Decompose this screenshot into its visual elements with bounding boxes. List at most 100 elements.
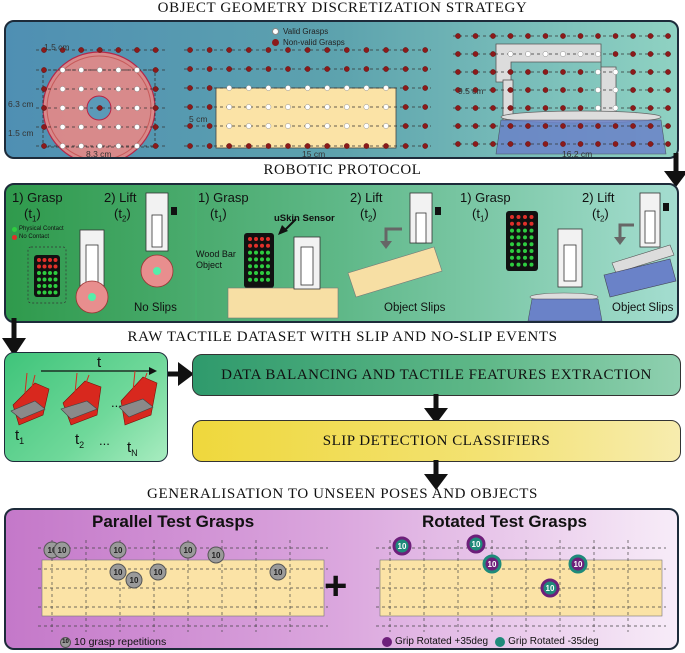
step-grasp-2: 1) Grasp [198,190,249,205]
taxel-contact [53,277,58,282]
valid-grasp-point [265,104,272,110]
step-grasp-3-time: (t1) [472,206,489,224]
nonvalid-grasp-point [542,123,549,129]
taxel-contact [523,262,527,267]
step-lift-2: 2) Lift [350,190,383,205]
valid-grasp-point [577,51,584,57]
nonvalid-grasp-point [304,47,311,53]
nonvalid-grasp-point [134,47,140,53]
valid-grasp-point [59,124,66,130]
svg-text:10: 10 [58,546,67,555]
nonvalid-grasp-point [363,47,370,53]
nonvalid-grasp-point [402,85,409,91]
tactile-frames-drawing [10,367,158,426]
frame-t1: t1 [15,427,25,446]
taxel-no-contact [516,215,521,219]
nonvalid-grasp-point [226,47,232,53]
taxel-contact [260,271,264,275]
nonvalid-grasp-point [490,141,496,147]
data-balancing-box: DATA BALANCING AND TACTILE FEATURES EXTR… [192,354,681,396]
nonvalid-grasp-point [97,47,103,53]
nonvalid-grasp-point [595,123,601,129]
nonvalid-grasp-point [265,47,272,53]
nonvalid-grasp-point [41,86,47,92]
taxel-contact [510,262,514,267]
valid-grasp-point [134,124,140,130]
nonvalid-grasp-point [647,105,654,111]
nonvalid-grasp-point [630,123,636,129]
valid-grasp-point [59,86,66,92]
nonvalid-grasp-point [507,87,514,93]
taxel-contact [529,242,534,247]
valid-grasp-point [134,67,140,73]
valid-grasp-point [78,143,84,149]
nonvalid-grasp-point [402,47,409,53]
taxel-no-contact [53,258,58,262]
nonvalid-grasp-point [612,33,619,39]
valid-grasp-point [324,85,331,91]
nonvalid-grasp-point [507,105,514,111]
taxel-contact [260,277,264,282]
nonvalid-grasp-point [647,33,654,39]
taxel-contact [529,228,534,233]
nonvalid-grasp-point [363,66,370,72]
nonvalid-grasp-point [665,51,671,57]
nonvalid-grasp-point [490,69,496,75]
nonvalid-grasp-point [472,51,479,57]
nonvalid-grasp-point [630,33,636,39]
nonvalid-grasp-point [560,87,566,93]
nonvalid-grasp-point [577,105,584,111]
nonvalid-grasp-point [647,69,654,75]
valid-grasp-point [612,87,619,93]
taxel-contact [260,257,264,262]
valid-grasp-point [595,87,601,93]
svg-text:10: 10 [546,584,555,593]
taxel-no-contact [248,243,252,248]
nonvalid-grasp-point [560,69,566,75]
nonvalid-grasp-point [402,123,409,129]
right-arrow-icon [168,362,194,386]
step-lift-2-time: (t2) [360,206,377,224]
taxel-contact [48,284,52,288]
nonvalid-grasp-point [422,143,429,149]
nonvalid-grasp-point [577,69,584,75]
nonvalid-grasp-point [152,143,159,149]
taxel-contact [510,249,514,253]
frame-t2: t2 [75,431,85,450]
taxel-contact [37,277,41,282]
nonvalid-grasp-point [542,69,549,75]
nonvalid-grasp-point [490,51,496,57]
svg-text:10: 10 [398,542,407,551]
nonvalid-grasp-point [402,66,409,72]
legend-rot-neg: Grip Rotated -35deg [508,636,599,647]
nonvalid-grasp-point [472,33,479,39]
nonvalid-grasp-point [324,143,331,149]
rotated-legend: Grip Rotated +35deg Grip Rotated -35deg [382,636,599,647]
valid-grasp-point [265,85,272,91]
nonvalid-grasp-point [343,66,350,72]
taxel-contact [37,284,41,288]
nonvalid-grasp-point [595,141,601,147]
nonvalid-grasp-point [187,123,193,129]
grasp-marker: 10 [179,541,197,559]
valid-grasp-point [97,143,103,149]
taxel-contact [529,255,534,260]
valid-grasp-point [97,124,103,130]
valid-grasp-point [343,104,350,110]
nonvalid-grasp-point [422,123,429,129]
generalisation-heading: GENERALISATION TO UNSEEN POSES AND OBJEC… [147,486,538,502]
taxel-no-contact [260,237,264,241]
nonvalid-grasp-point [525,69,531,75]
nonvalid-grasp-point [41,67,47,73]
grasp-marker: 10 [109,563,127,581]
legend-nocontact: No Contact [19,234,50,240]
svg-text:10: 10 [114,568,123,577]
svg-text:10: 10 [488,560,497,569]
protocol-drawing [27,190,677,321]
taxel-no-contact [510,215,514,219]
taxel-contact [248,271,252,275]
valid-grasp-point [115,86,122,92]
taxel-contact [254,277,258,282]
step-grasp-1: 1) Grasp [12,190,63,205]
